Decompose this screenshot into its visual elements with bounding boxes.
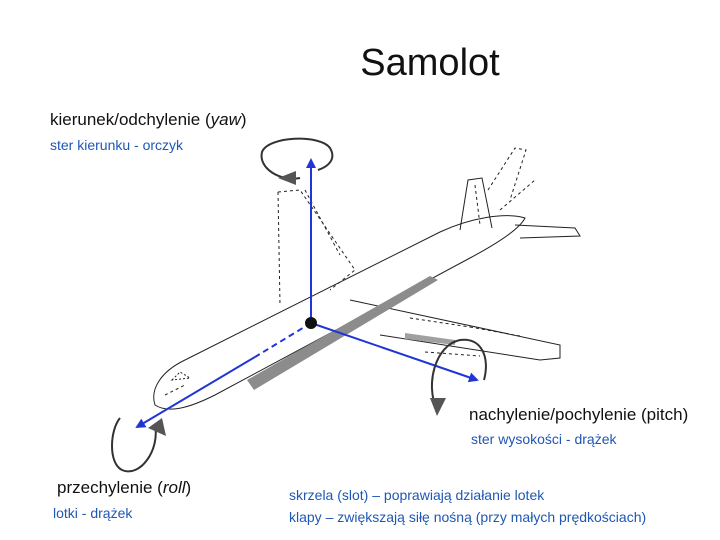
roll-axis [254, 322, 312, 358]
pitch-label: nachylenie/pochylenie (pitch) [469, 405, 689, 424]
slot-note: skrzela (slot) – poprawiają działanie lo… [289, 487, 545, 503]
roll-term: roll [162, 478, 186, 497]
roll-axis-front [135, 356, 256, 429]
yaw-term: yaw [210, 110, 241, 129]
roll-rotation-arrow [111, 417, 157, 473]
pitch-rotation-arrowhead [430, 398, 446, 416]
yaw-control-label: ster kierunku - orczyk [50, 137, 184, 153]
pitch-rotation-arrow [430, 338, 487, 411]
page-title: Samolot [360, 42, 500, 84]
center-of-gravity-dot [305, 317, 317, 329]
roll-label: przechylenie (roll) [57, 478, 192, 497]
aircraft-outline [153, 147, 581, 410]
roll-control-label: lotki - drążek [53, 505, 133, 521]
yaw-rotation-arrow [260, 137, 334, 180]
roll-rotation-arrowhead [148, 418, 166, 436]
pitch-axis [310, 322, 479, 383]
yaw-rotation-arrowhead [278, 171, 296, 185]
lower-flap-strip [405, 333, 455, 345]
flap-note: klapy – zwiększają siłę nośną (przy mały… [289, 509, 647, 525]
yaw-label: kierunek/odchylenie (yaw) [50, 110, 247, 129]
pitch-control-label: ster wysokości - drążek [471, 431, 617, 447]
